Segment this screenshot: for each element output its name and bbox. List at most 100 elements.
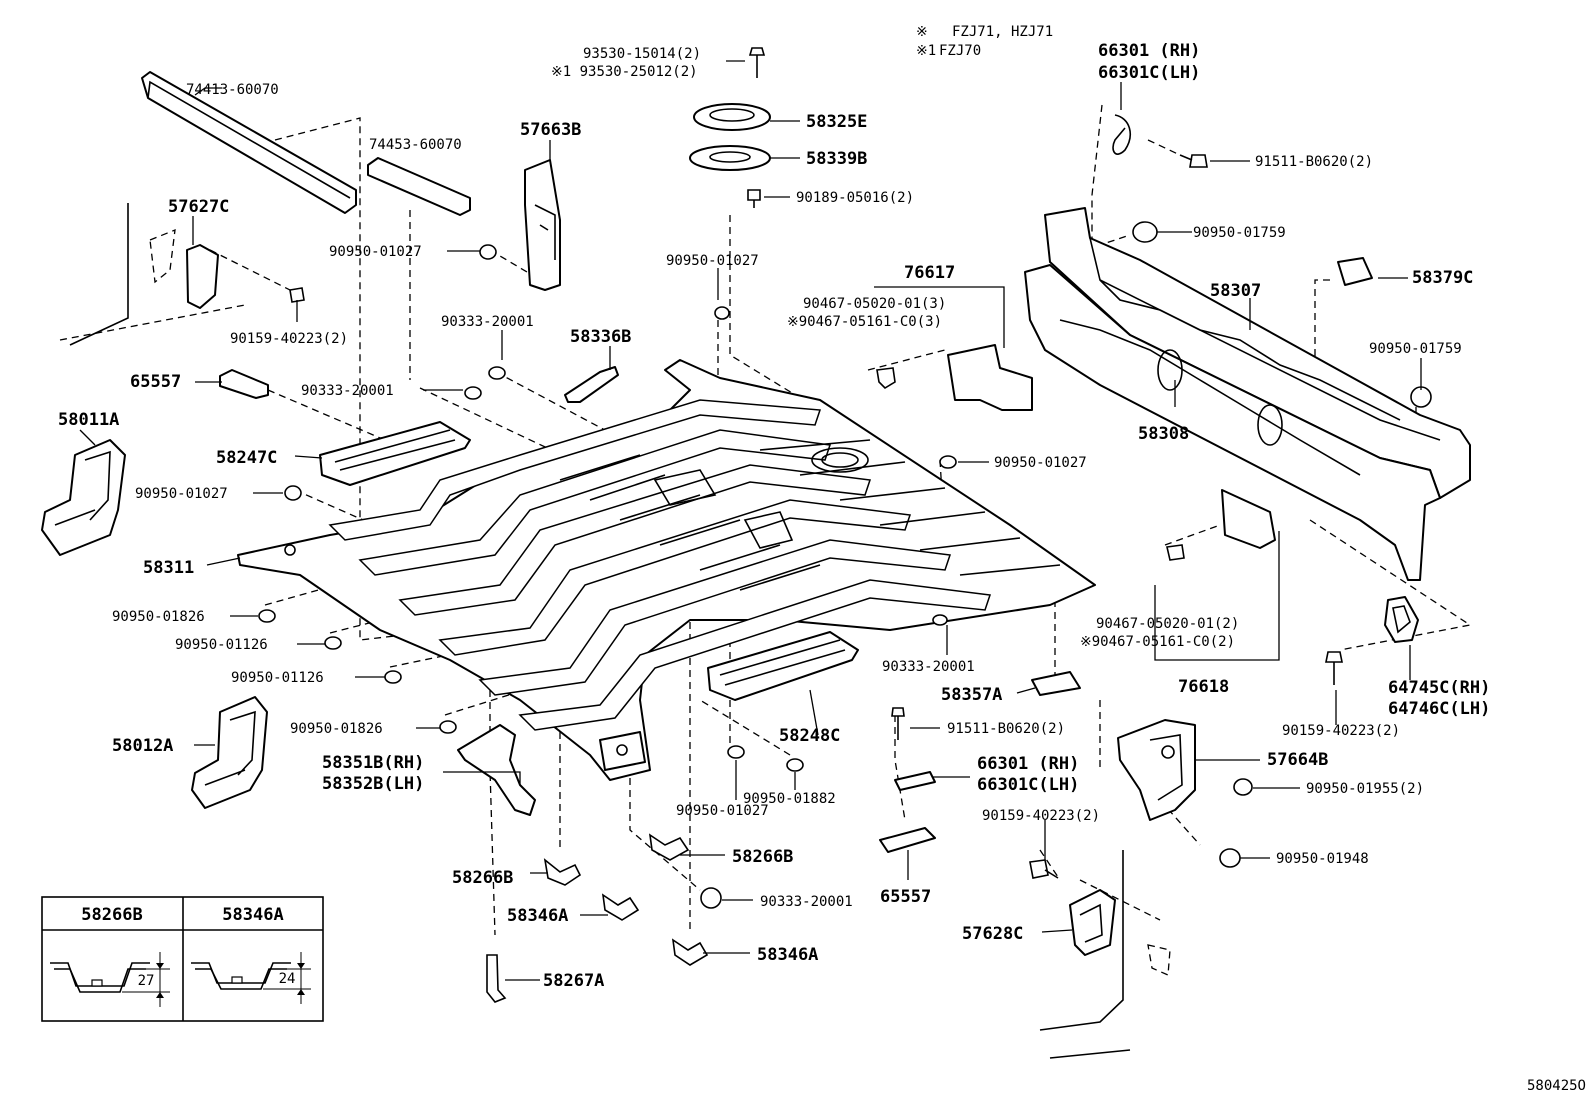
screw-90189 — [747, 189, 761, 208]
inset-dimension-27: 27 — [138, 973, 155, 989]
label-91511-B0620-top: 91511-B0620(2) — [1255, 154, 1373, 170]
label-57663B: 57663B — [520, 120, 581, 140]
crossmember-58308 — [1024, 264, 1441, 581]
label-58325E: 58325E — [806, 112, 867, 132]
label-58247C: 58247C — [216, 448, 277, 468]
bracket-57663B — [524, 159, 561, 291]
bracket-58336B — [564, 366, 619, 403]
label-90950-01027-d: 90950-01027 — [994, 455, 1087, 471]
note-text-1: FZJ71, HZJ71 — [952, 24, 1053, 40]
plate-65557-left — [219, 369, 269, 399]
label-66301-rh-top: 66301 (RH) — [1098, 41, 1200, 61]
label-90950-01759-a: 90950-01759 — [1193, 225, 1286, 241]
member-58248C — [707, 631, 859, 701]
plug-58325E — [693, 103, 771, 131]
label-93530-25012: ※1 93530-25012(2) — [551, 64, 698, 80]
label-90159-40223-b: 90159-40223(2) — [1282, 723, 1400, 739]
clamp-58266B-mid — [648, 833, 690, 861]
label-90189-05016: 90189-05016(2) — [796, 190, 914, 206]
leader-lines — [79, 60, 1422, 981]
label-66301C-lh-top: 66301C(LH) — [1098, 63, 1200, 83]
label-58336B: 58336B — [570, 327, 631, 347]
label-90950-01826-b: 90950-01826 — [290, 721, 383, 737]
clamp-58266B-lower — [543, 858, 582, 886]
label-90950-01826-a: 90950-01826 — [112, 609, 205, 625]
crossmember-58307 — [1044, 207, 1471, 499]
label-90333-20001-d: 90333-20001 — [760, 894, 853, 910]
label-58339B: 58339B — [806, 149, 867, 169]
label-90950-01882: 90950-01882 — [743, 791, 836, 807]
note-legend: ※ FZJ71, HZJ71 ※1 FZJ70 — [916, 24, 1053, 59]
bracket-57627C — [186, 244, 219, 309]
label-74453-60070: 74453-60070 — [369, 137, 462, 153]
bolt-90159-right — [1325, 651, 1343, 685]
label-58307: 58307 — [1210, 281, 1261, 301]
body-outline-hints — [69, 203, 1171, 1059]
inset-header-58266B: 58266B — [81, 905, 142, 925]
hook-66301-mid — [894, 771, 936, 791]
label-74413-60070: 74413-60070 — [186, 82, 279, 98]
clamp-58346A-a — [601, 893, 640, 921]
label-76618: 76618 — [1178, 677, 1229, 697]
member-58247C — [319, 421, 471, 486]
label-90333-20001-b: 90333-20001 — [301, 383, 394, 399]
label-90950-01027-c: 90950-01027 — [135, 486, 228, 502]
gasket-58339B — [689, 145, 771, 171]
plate-74453 — [367, 157, 471, 216]
note-symbol-1: ※ — [916, 24, 928, 40]
label-58357A: 58357A — [941, 685, 1002, 705]
bolt-90159-lower — [1029, 859, 1059, 879]
plugs-and-clips — [258, 221, 1432, 909]
label-65557-a: 65557 — [130, 372, 181, 392]
label-58012A: 58012A — [112, 736, 173, 756]
floor-pan-58311 — [237, 359, 1096, 781]
reinforcement-74413 — [141, 71, 357, 214]
label-90467-05020-01-3: 90467-05020-01(3) — [803, 296, 946, 312]
bracket-58351B — [457, 724, 536, 816]
label-58011A: 58011A — [58, 410, 119, 430]
label-57664B: 57664B — [1267, 750, 1328, 770]
seal-64745C — [1384, 596, 1419, 643]
bracket-57664B — [1117, 719, 1196, 821]
bracket-58267A — [486, 954, 507, 1003]
label-90159-40223-c: 90159-40223(2) — [982, 808, 1100, 824]
bolt-91511-top — [1179, 154, 1208, 168]
inset-header-58346A: 58346A — [222, 905, 283, 925]
bracket-58357A — [1031, 671, 1081, 696]
clamp-dimension-inset: 58266B 58346A 27 24 — [41, 896, 324, 1022]
diagram-code: 580425O — [1527, 1078, 1586, 1094]
label-58351B-rh: 58351B(RH) — [322, 753, 424, 773]
label-90950-01027-a: 90950-01027 — [329, 244, 422, 260]
label-90950-01126-a: 90950-01126 — [175, 637, 268, 653]
label-58346A-a: 58346A — [507, 906, 568, 926]
cap-58379C — [1337, 257, 1373, 286]
bracket-58011A — [41, 439, 126, 556]
label-58346A-b: 58346A — [757, 945, 818, 965]
label-90950-01759-b: 90950-01759 — [1369, 341, 1462, 357]
label-58308: 58308 — [1138, 424, 1189, 444]
clamp-58346A-b — [671, 938, 709, 966]
pad-76617 — [947, 344, 1033, 411]
label-90159-40223-a: 90159-40223(2) — [230, 331, 348, 347]
label-65557-b: 65557 — [880, 887, 931, 907]
label-58311: 58311 — [143, 558, 194, 578]
label-66301C-lh-mid: 66301C(LH) — [977, 775, 1079, 795]
bolt-93530 — [748, 47, 766, 78]
bracket-58012A — [191, 696, 268, 809]
label-58248C: 58248C — [779, 726, 840, 746]
label-90950-01955: 90950-01955(2) — [1306, 781, 1424, 797]
bracket-57628C — [1069, 889, 1116, 956]
label-91511-B0620-mid: 91511-B0620(2) — [947, 721, 1065, 737]
label-90467-05161-C0-3: ※90467-05161-C0(3) — [787, 314, 942, 330]
note-symbol-2: ※1 — [916, 43, 936, 59]
hook-66301-top — [1112, 114, 1131, 155]
label-90950-01027-b: 90950-01027 — [666, 253, 759, 269]
label-57627C: 57627C — [168, 197, 229, 217]
label-58267A: 58267A — [543, 971, 604, 991]
pad-76618 — [1221, 489, 1276, 549]
label-58266B-b: 58266B — [732, 847, 793, 867]
label-90467-05161-C0-2: ※90467-05161-C0(2) — [1080, 634, 1235, 650]
label-58266B-a: 58266B — [452, 868, 513, 888]
